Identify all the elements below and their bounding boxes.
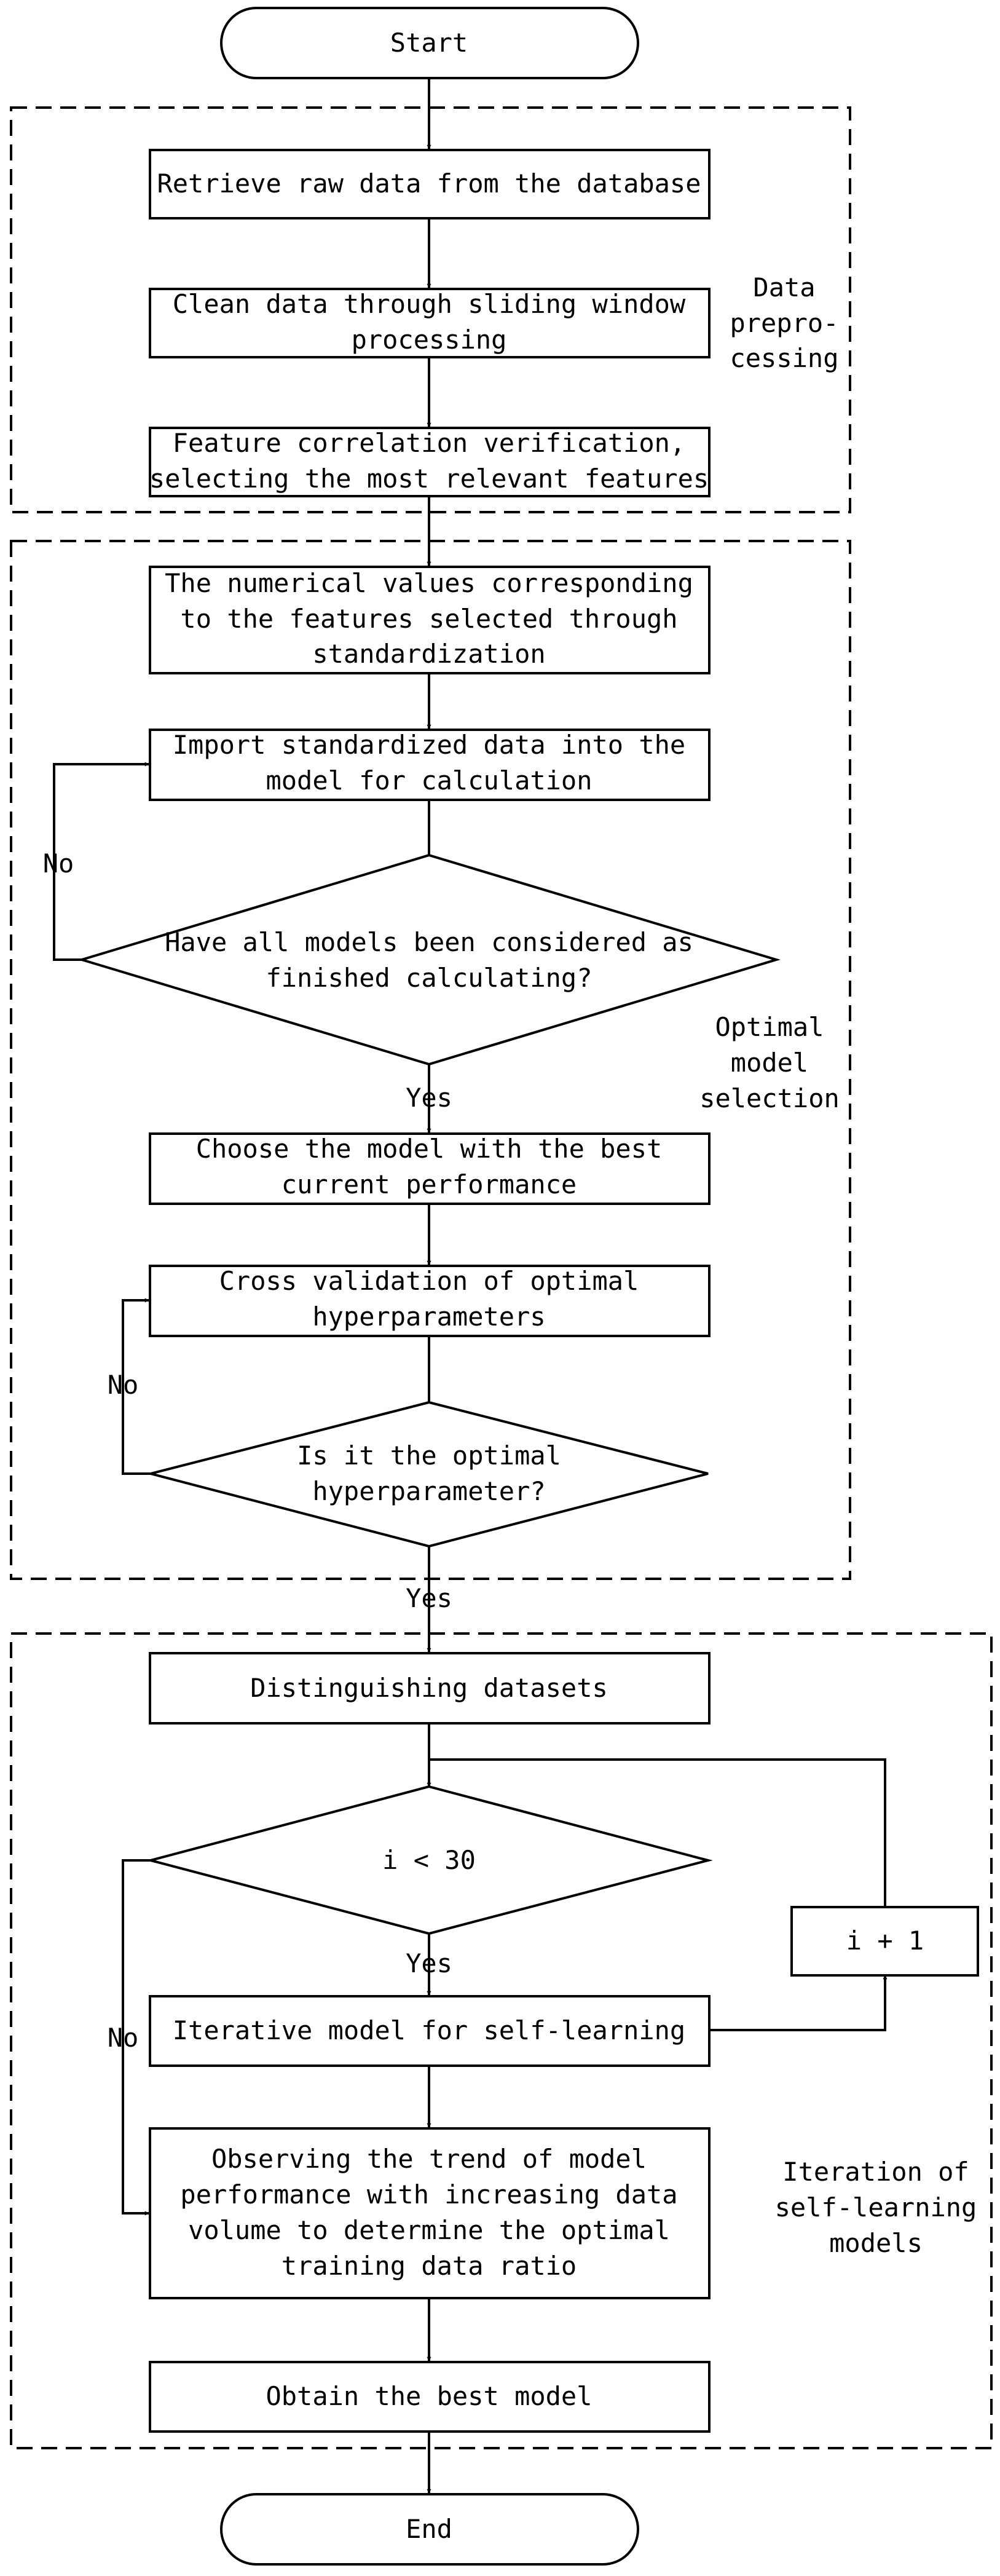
decision-all-models-line-2: finished calculating? bbox=[266, 963, 592, 993]
step-import-data: Import standardized data into the model … bbox=[149, 729, 711, 801]
step-choose-line-2: current performance bbox=[281, 1169, 577, 1199]
step-cross-validation: Cross validation of optimal hyperparamet… bbox=[149, 1265, 711, 1337]
decision-all-models: Have all models been considered as finis… bbox=[77, 853, 781, 1066]
step-feature-line-1: Feature correlation verification, bbox=[173, 428, 685, 458]
step-standardize-line-3: standardization bbox=[312, 639, 545, 669]
group-label-model-selection-line-3: selection bbox=[699, 1083, 840, 1113]
step-observe-line-3: volume to determine the optimal bbox=[188, 2215, 670, 2245]
step-iterative-line-1: Iterative model for self-learning bbox=[173, 2015, 685, 2045]
step-increment-counter: i + 1 bbox=[790, 1906, 979, 1977]
decision-all-models-line-1: Have all models been considered as bbox=[165, 927, 693, 957]
decision-loop-condition-label: i < 30 bbox=[382, 1845, 476, 1875]
step-clean-line-2: processing bbox=[352, 325, 507, 355]
edge-label-no-all-models: No bbox=[43, 848, 74, 879]
connectors bbox=[53, 78, 888, 2494]
step-distinguish-datasets: Distinguishing datasets bbox=[149, 1652, 711, 1725]
end-terminal: End bbox=[220, 2493, 639, 2566]
edge-label-yes-all-models: Yes bbox=[406, 1083, 452, 1113]
step-observe-line-1: Observing the trend of model bbox=[211, 2144, 647, 2174]
edge-label-yes-loop: Yes bbox=[406, 1948, 452, 1978]
group-label-model-selection: Optimal model selection bbox=[699, 1012, 840, 1113]
step-import-line-1: Import standardized data into the bbox=[173, 730, 685, 760]
step-observe-line-2: performance with increasing data bbox=[180, 2179, 677, 2210]
decision-optimal-hp-line-2: hyperparameter? bbox=[312, 1476, 545, 1506]
step-best-line-1: Obtain the best model bbox=[266, 2381, 592, 2411]
step-clean-data: Clean data through sliding window proces… bbox=[149, 288, 711, 358]
decision-loop-condition: i < 30 bbox=[146, 1785, 713, 1935]
group-label-preprocessing-line-3: cessing bbox=[730, 343, 838, 373]
group-frame-model-selection bbox=[10, 540, 851, 1580]
step-cross-validation-line-2: hyperparameters bbox=[312, 1302, 545, 1332]
end-label: End bbox=[406, 2514, 452, 2544]
step-standardize-line-2: to the features selected through bbox=[180, 604, 677, 634]
edge-label-no-optimal-hp: No bbox=[108, 1370, 139, 1400]
edge-label-yes-optimal-hp: Yes bbox=[406, 1583, 452, 1613]
step-standardize-line-1: The numerical values corresponding bbox=[165, 568, 693, 598]
start-label: Start bbox=[390, 28, 468, 58]
group-label-preprocessing: Data prepro- cessing bbox=[730, 272, 838, 373]
group-label-iteration-line-3: models bbox=[829, 2228, 923, 2258]
group-label-iteration-line-2: self-learning bbox=[775, 2192, 977, 2222]
decision-optimal-hp-line-1: Is it the optimal bbox=[297, 1440, 561, 1471]
group-label-preprocessing-line-1: Data bbox=[753, 272, 815, 302]
edge-label-no-loop: No bbox=[108, 2023, 139, 2053]
step-feature-line-2: selecting the most relevant features bbox=[149, 464, 709, 494]
step-observe-line-4: training data ratio bbox=[281, 2251, 577, 2281]
step-observe-trend: Observing the trend of model performance… bbox=[149, 2127, 711, 2299]
group-label-iteration: Iteration of self-learning models bbox=[775, 2157, 977, 2258]
step-import-line-2: model for calculation bbox=[266, 765, 592, 796]
group-frame-iteration bbox=[10, 1632, 993, 2449]
decision-optimal-hyperparameter: Is it the optimal hyperparameter? bbox=[146, 1401, 709, 1548]
step-increment-label: i + 1 bbox=[846, 1926, 924, 1956]
step-retrieve-raw-data: Retrieve raw data from the database bbox=[149, 149, 711, 219]
start-terminal: Start bbox=[220, 7, 639, 79]
step-standardize: The numerical values corresponding to th… bbox=[149, 566, 711, 674]
group-label-preprocessing-line-2: prepro- bbox=[730, 308, 838, 338]
step-clean-line-1: Clean data through sliding window bbox=[173, 289, 686, 319]
group-label-iteration-line-1: Iteration of bbox=[782, 2157, 969, 2187]
group-label-model-selection-line-1: Optimal bbox=[715, 1012, 824, 1042]
group-label-model-selection-line-2: model bbox=[731, 1048, 808, 1078]
step-choose-line-1: Choose the model with the best bbox=[196, 1134, 663, 1164]
step-distinguish-line-1: Distinguishing datasets bbox=[250, 1673, 608, 1703]
step-cross-validation-line-1: Cross validation of optimal bbox=[219, 1266, 639, 1296]
step-choose-model: Choose the model with the best current p… bbox=[149, 1132, 711, 1205]
step-retrieve-line-1: Retrieve raw data from the database bbox=[157, 168, 701, 199]
step-iterative-model: Iterative model for self-learning bbox=[149, 1995, 711, 2067]
group-frame-preprocessing bbox=[10, 106, 851, 513]
step-feature-correlation: Feature correlation verification, select… bbox=[149, 427, 711, 497]
step-best-model: Obtain the best model bbox=[149, 2361, 711, 2433]
